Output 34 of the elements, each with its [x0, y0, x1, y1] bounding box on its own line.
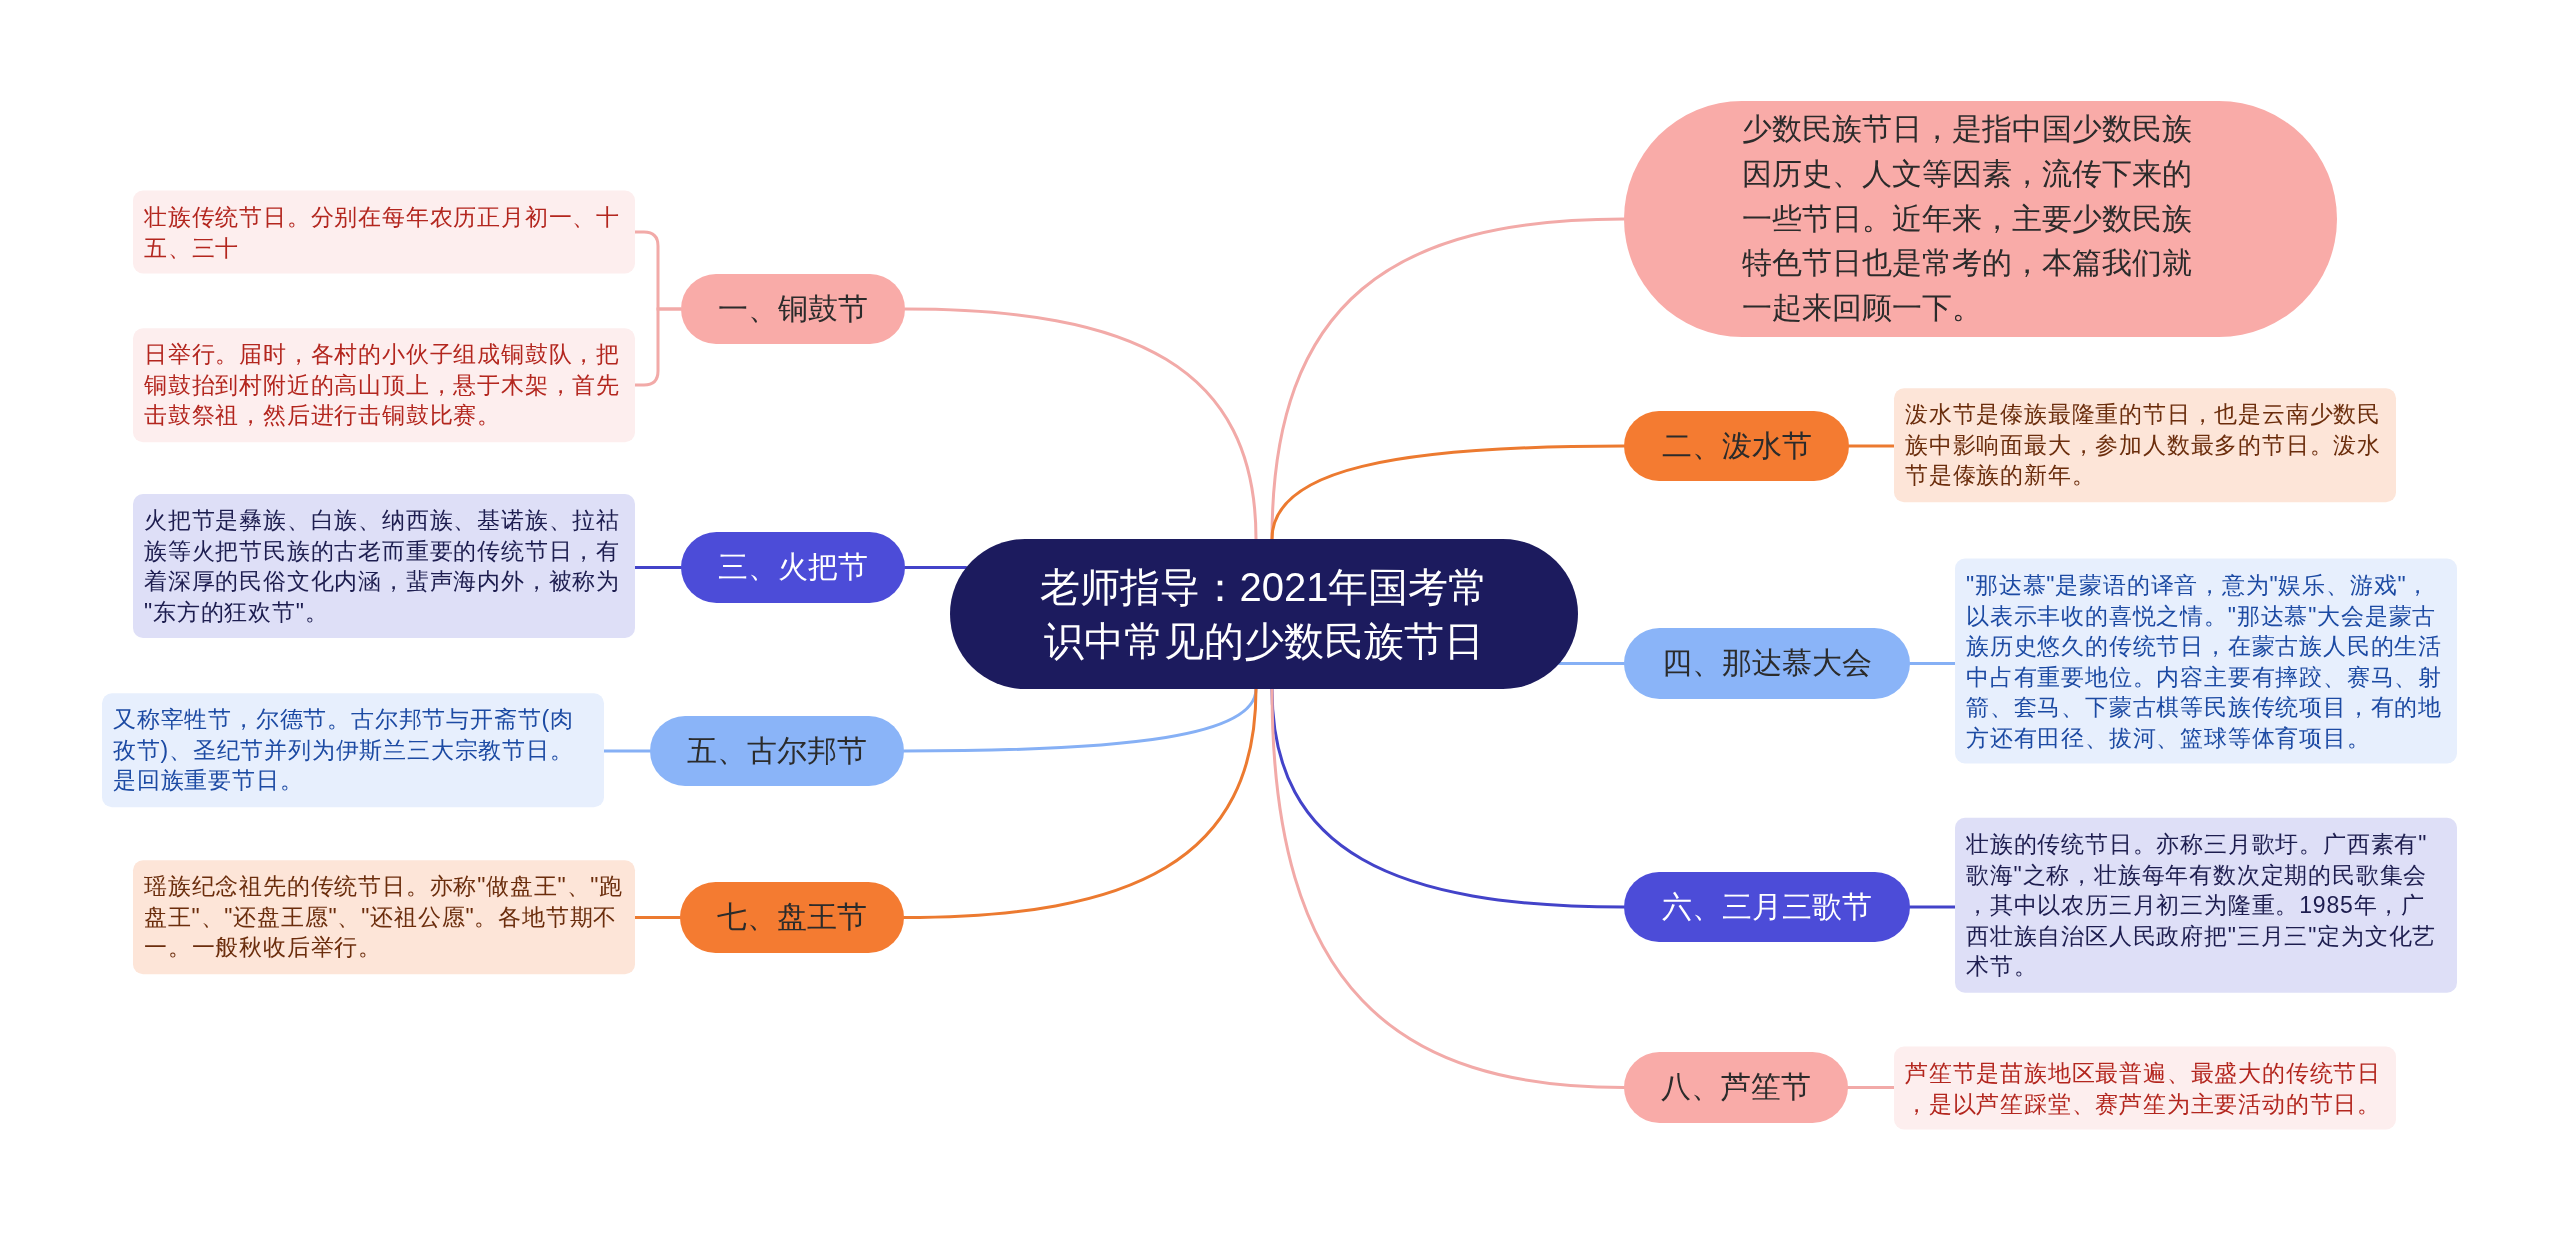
- branch-line: [1908, 905, 1957, 909]
- branch-line: [1270, 444, 1626, 541]
- branch-topic: 六、三月三歌节: [1624, 872, 1910, 942]
- branch-topic: 五、古尔邦节: [650, 716, 904, 786]
- branch-line: [1847, 444, 1896, 448]
- branch-line: [633, 566, 683, 569]
- branch-line: [633, 916, 682, 919]
- branch-topic: 八、芦笙节: [1624, 1052, 1848, 1123]
- branch-line: [1557, 662, 1626, 665]
- branch-line: [602, 749, 652, 753]
- note-box: 瑶族纪念祖先的传统节日。亦称"做盘王"、"跑盘王"、"还盘王愿"、"还祖公愿"。各地节期不一。一般秋收后举行。: [133, 860, 635, 974]
- central-topic: 老师指导：2021年国考常识中常见的少数民族节日: [950, 539, 1578, 689]
- summary-bubble: 少数民族节日，是指中国少数民族因历史、人文等因素，流传下来的一些节日。近年来，主要少数民族特色节日也是常考的，本篇我们就一起来回顾一下。: [1624, 101, 2337, 337]
- branch-topic: 四、那达慕大会: [1624, 628, 1910, 699]
- branch-line: [633, 307, 683, 387]
- branch-line: [1908, 662, 1957, 665]
- note-box: 壮族传统节日。分别在每年农历正月初一、十五、三十: [133, 190, 635, 274]
- branch-line: [902, 687, 1258, 919]
- note-box: 壮族的传统节日。亦称三月歌圩。广西素有"歌海"之称，壮族每年有数次定期的民歌集会，其中以农历三月初三为隆重。1985年，广西壮族自治区人民政府把"三月三"定为文化艺术节。: [1955, 817, 2457, 993]
- branch-line: [1270, 217, 1626, 541]
- branch-line: [1270, 687, 1626, 1089]
- branch-topic: 一、铜鼓节: [681, 274, 905, 344]
- note-box: "那达慕"是蒙语的译音，意为"娱乐、游戏"，以表示丰收的喜悦之情。"那达慕"大会是蒙古族历史悠久的传统节日，在蒙古族人民的生活中占有重要地位。内容主要有摔跤、赛马、射箭、套马、下蒙古棋等民族传统项目，有的地方还有田径、拔河、篮球等体育项目。: [1955, 558, 2457, 764]
- branch-topic: 七、盘王节: [680, 882, 904, 953]
- note-box: 又称宰牲节，尔德节。古尔邦节与开斋节(肉孜节)、圣纪节并列为伊斯兰三大宗教节日。是回族重要节日。: [102, 693, 604, 807]
- note-box: 火把节是彝族、白族、纳西族、基诺族、拉祜族等火把节民族的古老而重要的传统节日，有着深厚的民俗文化内涵，蜚声海内外，被称为"东方的狂欢节"。: [133, 494, 635, 638]
- branch-topic: 三、火把节: [681, 532, 905, 603]
- note-box: 日举行。届时，各村的小伙子组成铜鼓队，把铜鼓抬到村附近的高山顶上，悬于木架，首先击鼓祭祖，然后进行击铜鼓比赛。: [133, 328, 635, 442]
- branch-line: [1846, 1086, 1896, 1089]
- note-box: 芦笙节是苗族地区最普遍、最盛大的传统节日，是以芦笙踩堂、赛芦笙为主要活动的节日。: [1894, 1046, 2396, 1130]
- branch-line: [903, 307, 1258, 541]
- branch-line: [903, 566, 968, 569]
- branch-topic: 二、泼水节: [1624, 411, 1849, 481]
- note-box: 泼水节是傣族最隆重的节日，也是云南少数民族中影响面最大，参加人数最多的节日。泼水节是傣族的新年。: [1894, 388, 2396, 502]
